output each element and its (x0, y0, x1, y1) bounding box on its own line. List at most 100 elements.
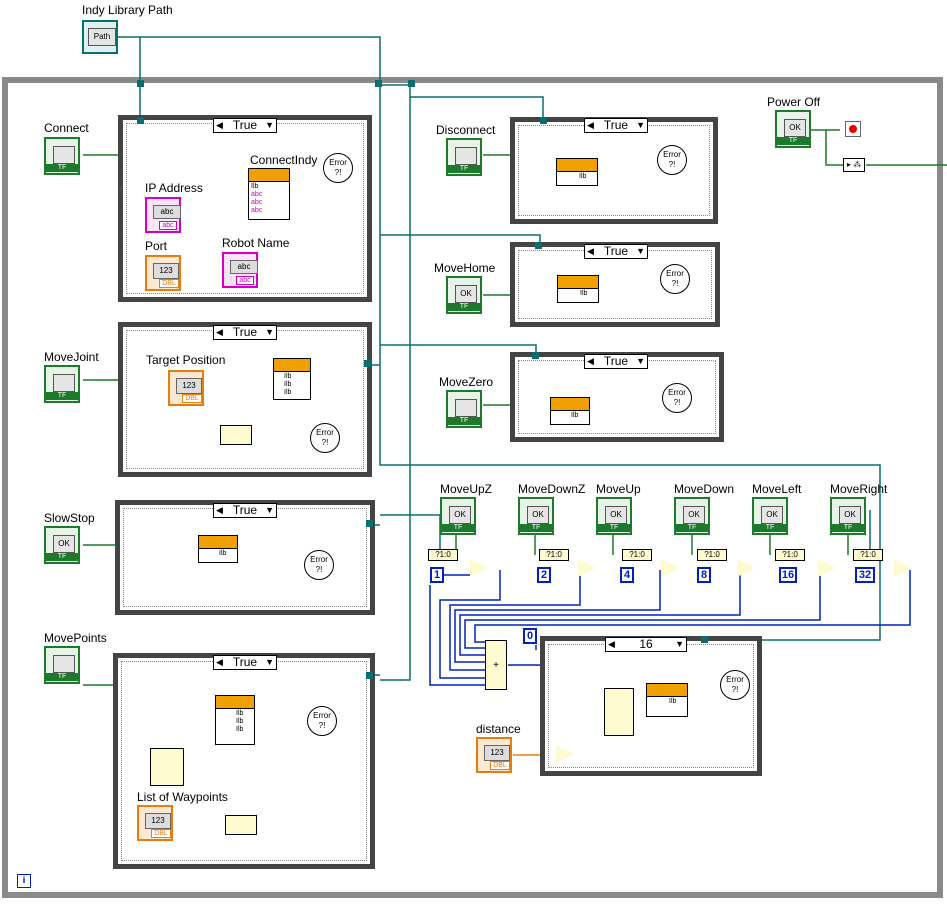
move-home-label: MoveHome (434, 261, 496, 275)
stop-terminal-icon[interactable] (845, 121, 861, 137)
case-selector-move-home[interactable]: ◀True▼ (584, 244, 648, 259)
move-joint-button[interactable]: TF (44, 365, 80, 403)
slow-stop-subvi[interactable]: Ilb (198, 535, 238, 563)
ok-text: OK (784, 119, 806, 137)
bool-to-int-node[interactable]: ?1:0 (853, 549, 883, 561)
constant-left[interactable]: 16 (779, 567, 797, 583)
case-selector-value: True (232, 503, 258, 517)
move-zero-button[interactable]: TF (446, 390, 482, 428)
error-bubble: Error?! (660, 264, 690, 294)
move-task-subvi[interactable]: Ilb (646, 683, 688, 717)
ilb-text: Ilb (219, 550, 227, 557)
constant-up[interactable]: 4 (620, 567, 634, 583)
abc-tag: abc (236, 276, 254, 285)
array-build-node[interactable] (604, 688, 634, 736)
multiply-node[interactable] (661, 559, 679, 577)
case-selector-value: True (603, 354, 629, 368)
move-zero-subvi[interactable]: Ilb (550, 397, 590, 425)
move-down-label: MoveDown (674, 482, 735, 496)
dbl-tag: DBL (182, 394, 202, 403)
case-selector-move-points[interactable]: ◀True▼ (213, 655, 277, 670)
constant-down[interactable]: 8 (697, 567, 711, 583)
disconnect-subvi[interactable]: Ilb (556, 158, 598, 186)
move-points-button[interactable]: TF (44, 646, 80, 684)
case-tunnel (364, 360, 371, 367)
case-selector-slow-stop[interactable]: ◀True▼ (213, 503, 277, 518)
case-selector-connect[interactable]: ◀True▼ (213, 118, 277, 133)
error-mark: ?! (668, 160, 676, 169)
case-move-joint[interactable] (118, 322, 372, 477)
bool-to-int-node[interactable]: ?1:0 (539, 549, 569, 561)
case-selector-direction[interactable]: ◀16▼ (605, 637, 687, 652)
bool-to-int-node[interactable]: ?1:0 (697, 549, 727, 561)
dbl-tag: DBL (151, 829, 171, 838)
distance-label: distance (476, 722, 521, 736)
constant-up-z[interactable]: 1 (430, 567, 444, 583)
array-build-node[interactable] (220, 425, 252, 445)
ilb-text: Ilb (284, 373, 292, 380)
move-right-label: MoveRight (830, 482, 888, 496)
move-zero-label: MoveZero (439, 375, 494, 389)
negate-node[interactable] (556, 745, 574, 763)
move-home-subvi[interactable]: Ilb (557, 275, 599, 303)
case-disconnect[interactable] (510, 117, 718, 224)
abc-tag: abc (159, 221, 177, 230)
case-selector-move-joint[interactable]: ◀True▼ (213, 325, 277, 340)
abc-text: abc (251, 191, 263, 198)
connect-button[interactable]: TF (44, 137, 80, 175)
error-mark: ?! (315, 565, 323, 574)
power-off-label: Power Off (767, 95, 821, 109)
tf-tag: TF (46, 164, 78, 172)
tf-tag: TF (598, 524, 630, 532)
dbl-tag: DBL (490, 761, 510, 770)
info-icon[interactable]: i (17, 874, 31, 888)
bool-to-int-node[interactable]: ?1:0 (775, 549, 805, 561)
tf-tag: TF (448, 165, 480, 173)
compound-add-node[interactable]: + (485, 640, 507, 690)
case-tunnel (366, 672, 373, 679)
power-off-node[interactable]: ▸ ⁂ (843, 158, 865, 172)
target-position-label: Target Position (146, 353, 226, 367)
multiply-node[interactable] (578, 559, 596, 577)
tf-tag: TF (777, 137, 809, 145)
multiply-node[interactable] (818, 559, 836, 577)
while-loop-frame (2, 77, 943, 898)
cluster-bundle-node[interactable] (150, 748, 184, 786)
constant-down-z[interactable]: 2 (537, 567, 551, 583)
constant-right[interactable]: 32 (855, 567, 875, 583)
move-left-label: MoveLeft (752, 482, 802, 496)
multiply-node[interactable] (737, 559, 755, 577)
case-input-connect: ? (118, 185, 123, 194)
multiply-node[interactable] (470, 559, 488, 577)
path-icon: Path (88, 28, 116, 46)
case-selector-move-zero[interactable]: ◀True▼ (584, 354, 648, 369)
case-selector-value: True (603, 244, 629, 258)
disconnect-button[interactable]: TF (446, 138, 482, 176)
constant-zero[interactable]: 0 (523, 628, 537, 644)
multiply-node[interactable] (894, 559, 912, 577)
indy-library-path-control[interactable]: Path (82, 20, 118, 54)
bool-to-int-node[interactable]: ?1:0 (428, 549, 458, 561)
error-mark: ?! (731, 685, 739, 694)
bool-to-int-node[interactable]: ?1:0 (622, 549, 652, 561)
array-build-node[interactable] (225, 815, 257, 835)
case-selector-disconnect[interactable]: ◀True▼ (584, 118, 648, 133)
